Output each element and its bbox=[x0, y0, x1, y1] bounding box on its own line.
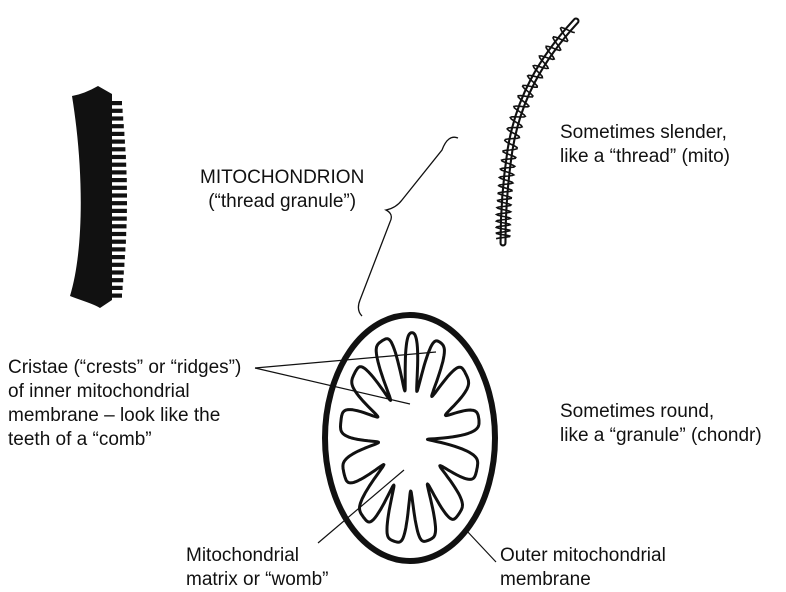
round-caption: Sometimes round, like a “granule” (chond… bbox=[560, 400, 762, 448]
comb-tooth bbox=[110, 109, 123, 113]
comb-tooth bbox=[110, 132, 124, 136]
comb-tooth bbox=[110, 124, 124, 128]
inner-membrane-cristae bbox=[341, 333, 480, 543]
comb-tooth bbox=[110, 163, 126, 167]
mitochondrion-title: MITOCHONDRION (“thread granule”) bbox=[200, 166, 364, 214]
comb-tooth bbox=[110, 101, 122, 105]
outer-membrane-pointer bbox=[466, 530, 496, 562]
comb-spine bbox=[70, 86, 112, 308]
comb-tooth bbox=[110, 240, 126, 244]
comb-tooth bbox=[110, 224, 127, 228]
comb-tooth bbox=[110, 286, 123, 290]
matrix-caption: Mitochondrial matrix or “womb” bbox=[186, 544, 329, 592]
comb-tooth bbox=[110, 217, 127, 221]
comb-tooth bbox=[110, 140, 125, 144]
leader-lines bbox=[255, 352, 496, 562]
brace-line bbox=[358, 137, 458, 316]
comb-tooth bbox=[110, 155, 126, 159]
comb-tooth bbox=[110, 170, 127, 174]
comb-tooth bbox=[110, 270, 124, 274]
thread-caption: Sometimes slender, like a “thread” (mito… bbox=[560, 121, 730, 169]
comb-teeth bbox=[110, 101, 127, 298]
comb-illustration bbox=[70, 86, 127, 308]
comb-tooth bbox=[110, 147, 125, 151]
comb-tooth bbox=[110, 232, 126, 236]
comb-tooth bbox=[110, 201, 127, 205]
comb-tooth bbox=[110, 193, 127, 197]
comb-tooth bbox=[110, 178, 127, 182]
comb-tooth bbox=[110, 186, 127, 190]
round-mitochondrion bbox=[325, 315, 495, 561]
comb-tooth bbox=[110, 116, 123, 120]
comb-tooth bbox=[110, 247, 125, 251]
outer-membrane-caption: Outer mitochondrial membrane bbox=[500, 544, 666, 592]
comb-tooth bbox=[110, 255, 125, 259]
comb-tooth bbox=[110, 278, 123, 282]
comb-tooth bbox=[110, 209, 127, 213]
comb-tooth bbox=[110, 263, 124, 267]
comb-tooth bbox=[110, 294, 122, 298]
cristae-caption: Cristae (“crests” or “ridges”) of inner … bbox=[8, 356, 241, 452]
